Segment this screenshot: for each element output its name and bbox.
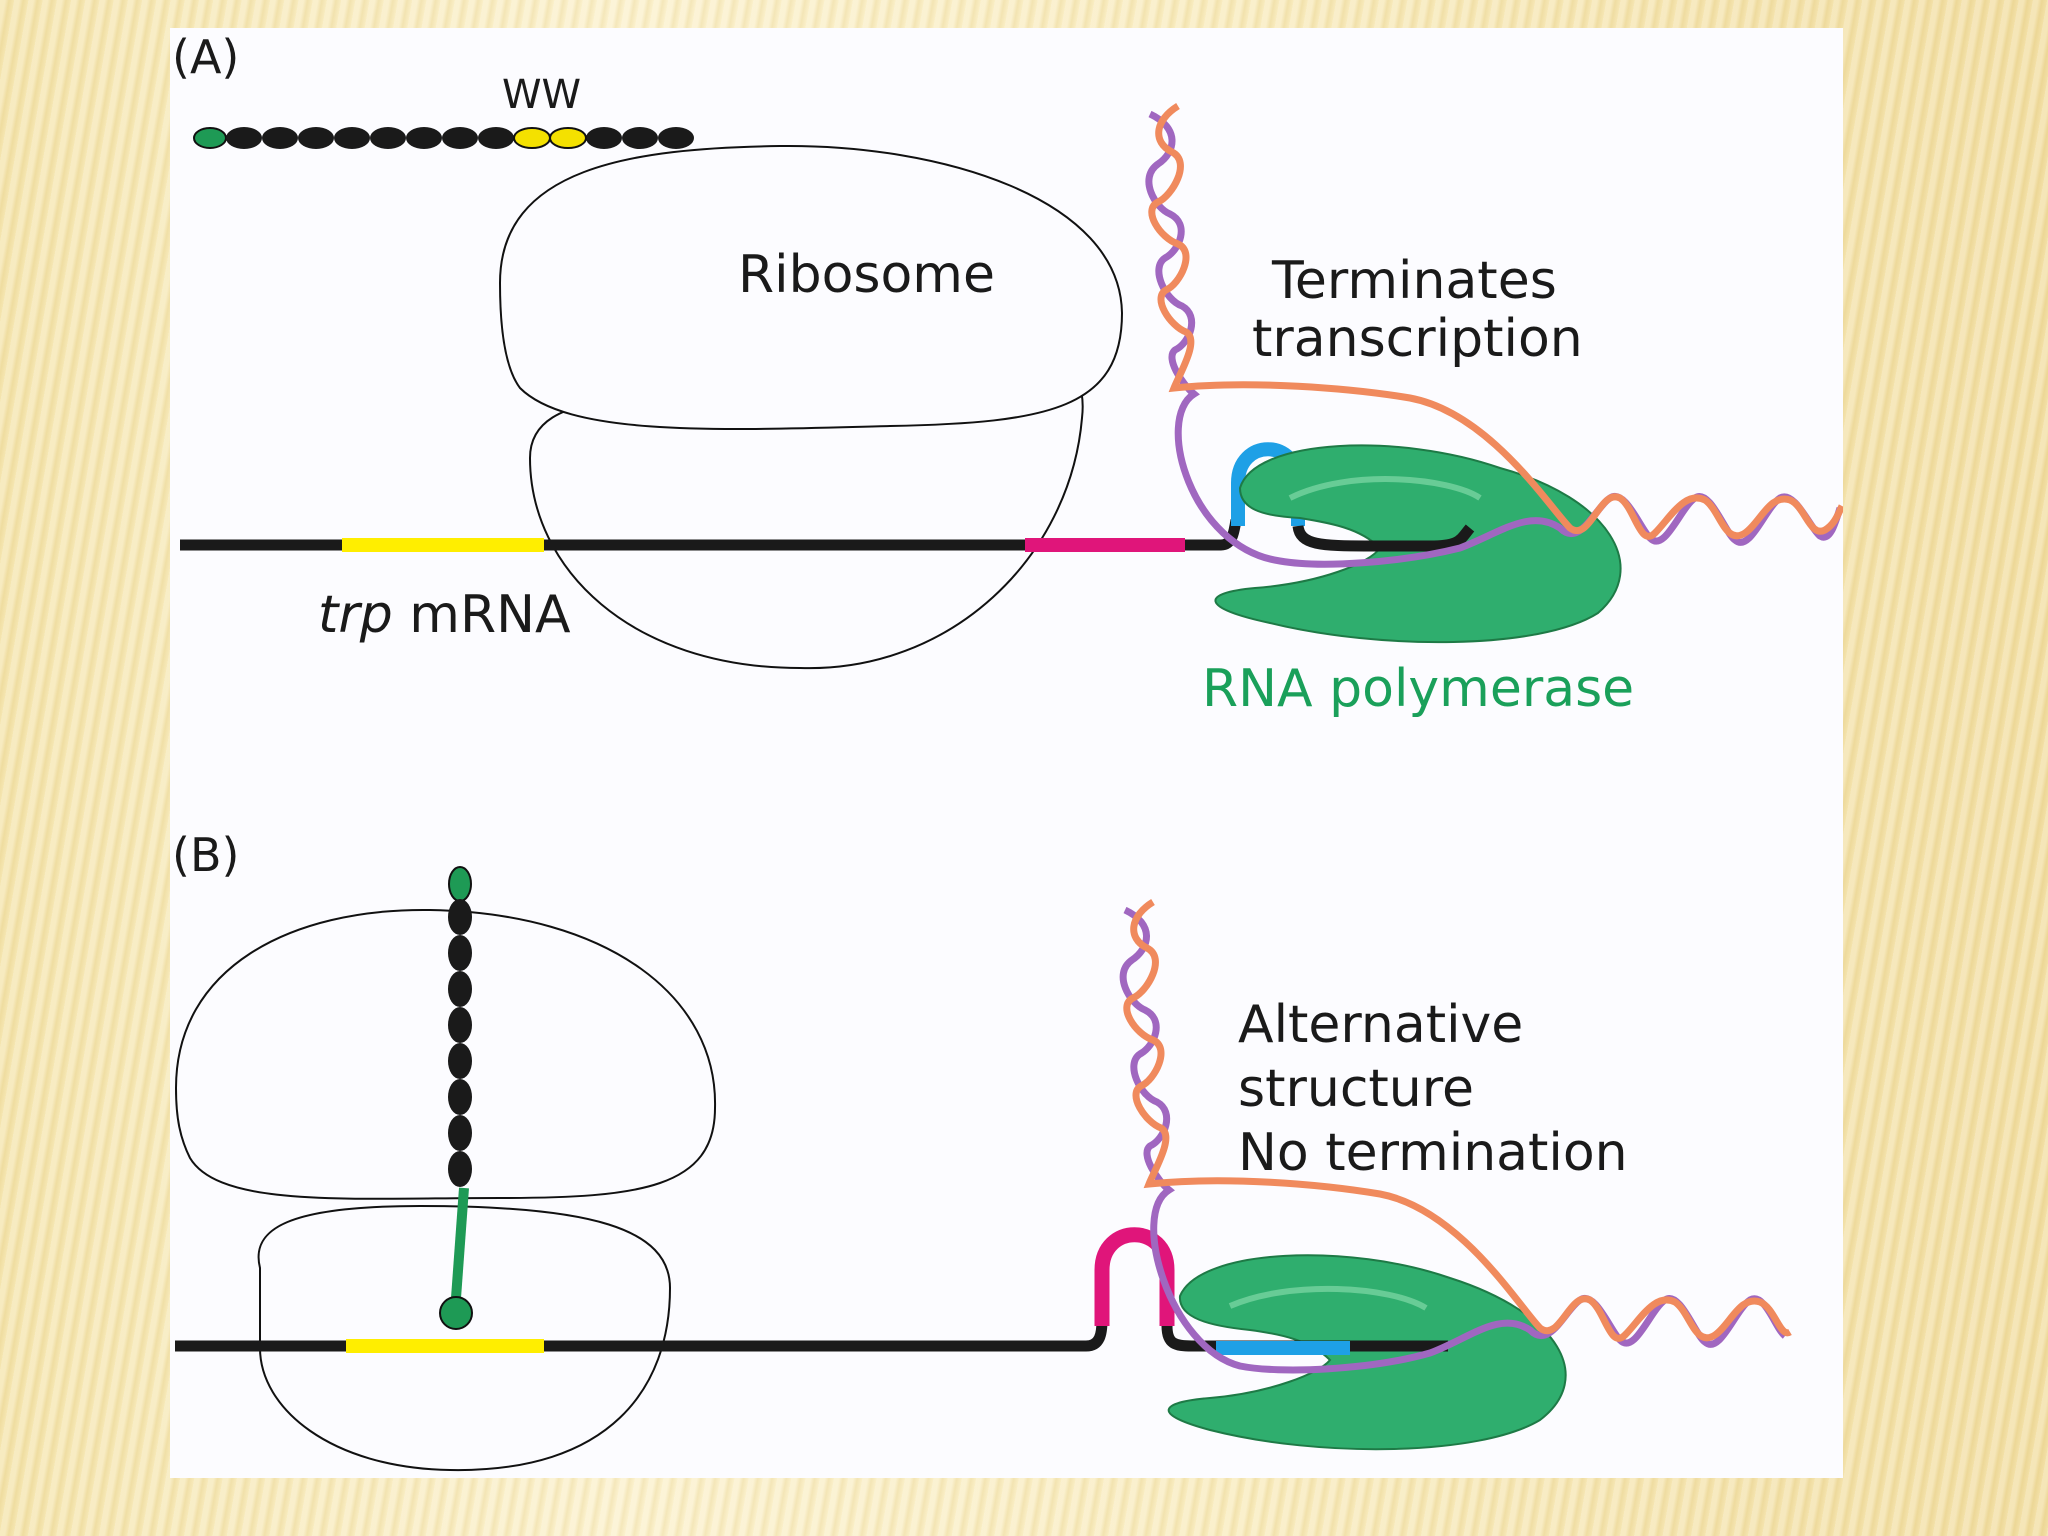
panel-a bbox=[180, 103, 1843, 670]
panel-a-letter: (A) bbox=[172, 30, 240, 84]
peptide-b-residues bbox=[448, 899, 472, 1187]
panel-b-letter: (B) bbox=[172, 828, 240, 882]
peptide-start-residue bbox=[193, 127, 227, 149]
rna-inside-polymerase-a bbox=[1292, 524, 1475, 552]
ribosome-a bbox=[498, 144, 1124, 670]
trna-anchor bbox=[439, 1296, 473, 1330]
peptide-chain-b bbox=[439, 866, 473, 1330]
mrna-b bbox=[175, 1227, 1193, 1353]
antiterminator-hairpin bbox=[1094, 1227, 1175, 1326]
peptide-residues bbox=[226, 127, 694, 149]
trp-mrna-label-text: mRNA bbox=[392, 585, 571, 645]
rna-polymerase-label: RNA polymerase bbox=[1202, 659, 1635, 719]
dna-helix-b bbox=[1119, 899, 1792, 1374]
status-alternative: Alternative bbox=[1238, 995, 1524, 1055]
ribosome-b bbox=[174, 908, 717, 1472]
dna-strand-orange-b bbox=[1123, 899, 1792, 1342]
ribosome-a-large-subunit bbox=[498, 144, 1124, 431]
dna-strand-purple-a bbox=[1145, 110, 1843, 568]
diagram-panel: (A) WW Ribosome Terminates transcription… bbox=[170, 28, 1843, 1478]
panel-b bbox=[174, 866, 1792, 1472]
trp-residue-1 bbox=[513, 127, 551, 149]
trp-mrna-label: trp mRNA bbox=[318, 584, 571, 646]
ribosome-b-large-subunit bbox=[174, 908, 717, 1200]
trna-stem bbox=[451, 1187, 469, 1299]
rna-polymerase-b bbox=[1167, 1254, 1567, 1451]
peptide-b-start-residue bbox=[448, 866, 472, 902]
trp-mrna-label-italic: trp bbox=[318, 585, 393, 645]
peptide-chain-a bbox=[193, 127, 694, 149]
ribosome-label: Ribosome bbox=[738, 245, 995, 305]
ribosome-b-small-subunit bbox=[257, 1204, 672, 1472]
status-structure: structure bbox=[1238, 1059, 1474, 1119]
dna-strand-orange-a bbox=[1148, 103, 1843, 540]
attenuation-diagram bbox=[174, 103, 1843, 1472]
trp-residue-2 bbox=[549, 127, 587, 149]
status-terminates: Terminates bbox=[1272, 251, 1557, 311]
trp-peptide-label: WW bbox=[502, 72, 582, 118]
status-no-termination: No termination bbox=[1238, 1123, 1628, 1183]
dna-helix-a bbox=[1145, 103, 1843, 568]
status-transcription: transcription bbox=[1252, 309, 1583, 369]
